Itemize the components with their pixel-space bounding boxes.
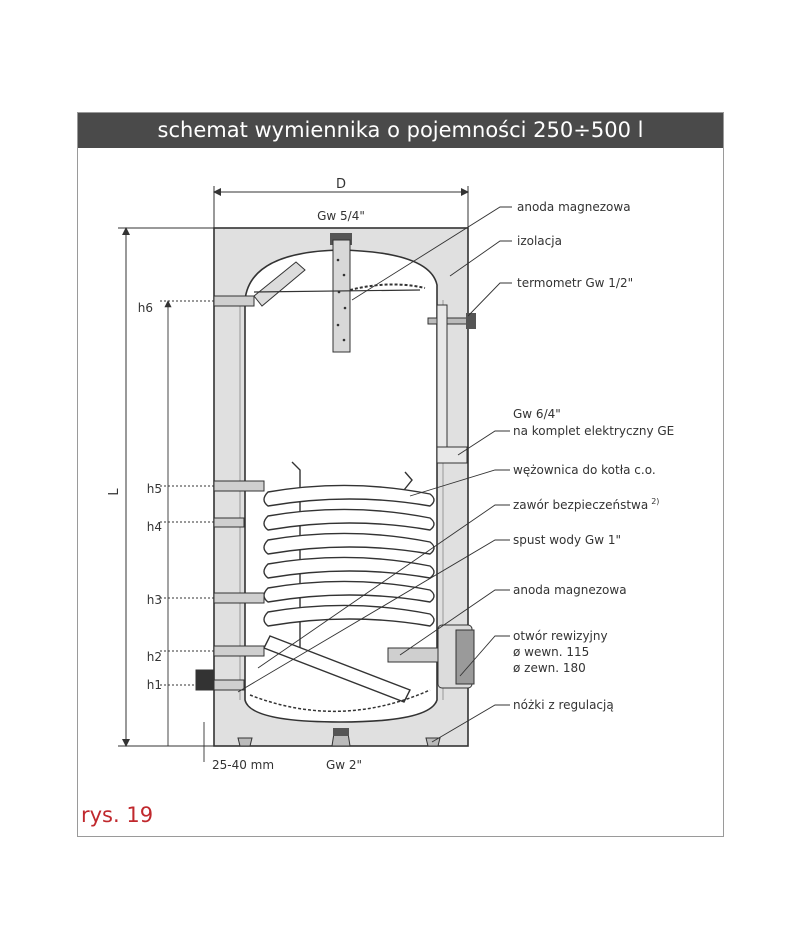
bottom-anode-rod xyxy=(249,689,431,712)
callout-insulation: izolacja xyxy=(517,234,562,248)
callout-thermometer: termometr Gw 1/2" xyxy=(517,276,633,290)
dimension-l xyxy=(118,227,214,747)
feet-adjust-label: 25-40 mm xyxy=(212,758,274,772)
callout-inspection-2: ø wewn. 115 xyxy=(513,645,589,659)
heating-coil xyxy=(263,461,435,703)
hot-water-outlet xyxy=(213,261,426,307)
diagram-title: schemat wymiennika o pojemności 250÷500 … xyxy=(78,113,723,148)
top-anode xyxy=(330,233,352,353)
heater-socket xyxy=(436,446,468,464)
h1-label: h1 xyxy=(147,678,162,692)
h5-label: h5 xyxy=(147,482,162,496)
dim-l-label: L xyxy=(107,488,122,496)
figure-caption: rys. 19 xyxy=(81,803,154,827)
callout-heater-socket-2: na komplet elektryczny GE xyxy=(513,424,674,438)
bottom-connection-label: Gw 2" xyxy=(326,758,362,772)
dim-d-label: D xyxy=(336,177,346,192)
callout-inspection-1: otwór rewizyjny xyxy=(513,629,608,643)
callout-safety-valve-sup: 2) xyxy=(651,497,659,506)
callout-heater-socket-1: Gw 6/4" xyxy=(513,407,561,421)
top-connection-label: Gw 5/4" xyxy=(317,209,365,223)
h2-label: h2 xyxy=(147,650,162,664)
callout-feet: nóżki z regulacją xyxy=(513,698,614,712)
callout-inspection-3: ø zewn. 180 xyxy=(513,661,586,675)
h4-label: h4 xyxy=(147,520,162,534)
callout-bottom-anode: anoda magnezowa xyxy=(513,583,627,597)
h6-label: h6 xyxy=(138,301,153,315)
callout-coil: wężownica do kotła c.o. xyxy=(513,463,656,477)
thermometer-sleeve xyxy=(427,313,476,329)
callout-drain: spust wody Gw 1" xyxy=(513,533,621,547)
callout-leaders xyxy=(237,206,512,743)
dimension-d xyxy=(213,186,469,228)
height-dimensions xyxy=(160,300,230,762)
callout-top-anode: anoda magnezowa xyxy=(517,200,631,214)
right-sleeve xyxy=(436,304,448,448)
callout-safety-valve-text: zawór bezpieczeństwa xyxy=(513,498,648,512)
h3-label: h3 xyxy=(147,593,162,607)
